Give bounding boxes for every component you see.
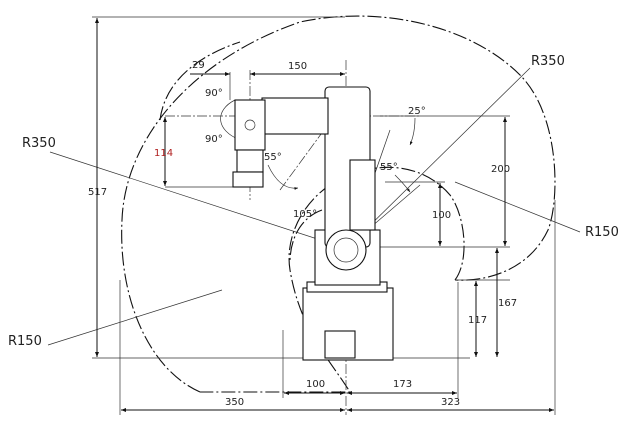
leader-r150-right: [454, 181, 581, 233]
arm-cover: [349, 159, 376, 231]
base-connector: [324, 330, 356, 359]
label-r150-left: R150: [8, 334, 42, 349]
angle-arc-55-left: [267, 164, 299, 190]
work-envelope-outer: [121, 15, 556, 393]
label-r150-right: R150: [585, 225, 619, 240]
wrist-flange: [236, 149, 264, 173]
leader-r150-left: [47, 289, 223, 346]
robot-base: [302, 287, 394, 361]
label-90-top: 90°: [205, 88, 223, 99]
wrist: [234, 99, 266, 151]
robot-arm: [232, 86, 394, 361]
label-55-left: 55°: [264, 152, 282, 163]
label-173: 173: [393, 379, 412, 390]
label-r350-right: R350: [531, 54, 565, 69]
label-117: 117: [468, 315, 487, 326]
label-517: 517: [88, 187, 107, 198]
leader-r350-left: [49, 151, 346, 249]
label-55-right: 55°: [380, 162, 398, 173]
label-200: 200: [491, 164, 510, 175]
tool-flange: [232, 171, 264, 188]
leader-r350-right: [349, 67, 531, 246]
label-25: 25°: [408, 106, 426, 117]
wrist-joint: [244, 119, 256, 131]
angle-arc-55-right: [394, 174, 411, 193]
label-167: 167: [498, 298, 517, 309]
bolt-circle: [333, 237, 359, 263]
label-100-bottom: 100: [306, 379, 325, 390]
angle-arc-90: [220, 99, 241, 141]
label-150: 150: [288, 61, 307, 72]
label-29: 29: [192, 60, 205, 71]
forearm: [261, 97, 329, 135]
label-100-vertical: 100: [432, 210, 451, 221]
label-90-bottom: 90°: [205, 134, 223, 145]
label-105: 105°: [293, 209, 317, 220]
angle-arc-25: [409, 117, 416, 146]
label-r350-left: R350: [22, 136, 56, 151]
label-350: 350: [225, 397, 244, 408]
label-114: 114: [154, 148, 173, 159]
shoulder-joint: [325, 229, 367, 271]
wrist-arc: [159, 41, 241, 121]
angle-arc-105: [289, 209, 323, 263]
label-323: 323: [441, 397, 460, 408]
